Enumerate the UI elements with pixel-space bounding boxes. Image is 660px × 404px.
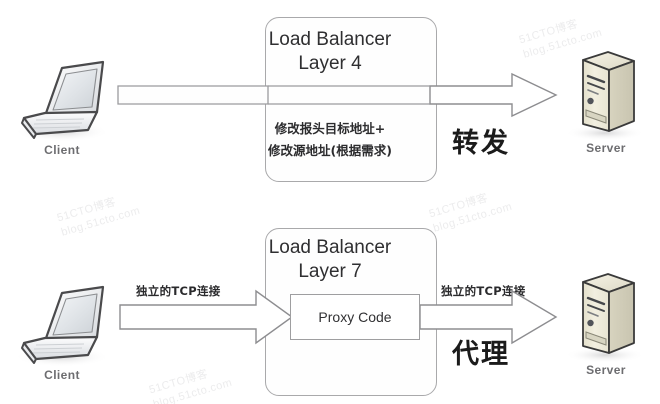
tcp-label-right: 独立的TCP连接 [441,284,526,298]
server-label-bottom: Server [586,363,626,377]
client-label-bottom: Client [44,368,80,382]
server-tower-icon [565,51,645,141]
flow-arrow-top-right [429,72,558,118]
load-balancer-l7-title: Load Balancer Layer 7 [268,237,392,282]
server-label-top: Server [586,141,626,155]
laptop-icon [14,285,110,367]
client-label-top: Client [44,143,80,157]
flow-arrow-bottom-left [119,289,294,345]
server-tower-icon [565,273,645,363]
load-balancer-l4-title: Load Balancer Layer 4 [268,29,392,74]
l4-annotation-text: 修改报头目标地址+ 修改源地址(根据需求) [268,121,392,158]
forward-caption: 转发 [452,128,510,159]
proxy-code-box: Proxy Code [290,294,420,340]
proxy-caption: 代理 [452,339,510,370]
proxy-code-label: Proxy Code [318,309,392,325]
flow-arrow-bottom-right [419,289,558,345]
laptop-icon [14,60,110,142]
tcp-label-left: 独立的TCP连接 [136,284,221,298]
